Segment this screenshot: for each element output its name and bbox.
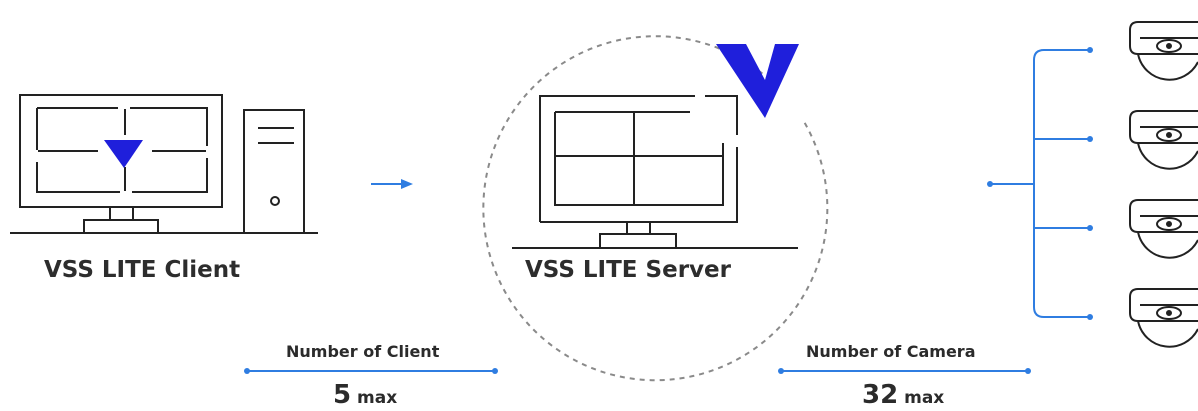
client-label: VSS LITE Client — [44, 257, 241, 283]
dome-camera-icon — [1129, 110, 1198, 170]
client-limit-number: 5 — [333, 380, 352, 410]
client-monitor-icon — [10, 94, 318, 234]
camera-bus — [990, 49, 1090, 318]
camera-limit-number: 32 — [862, 380, 899, 410]
client-limit-value: 5 max — [333, 380, 397, 410]
dome-camera-icon — [1129, 288, 1198, 348]
client-workstation — [10, 94, 318, 234]
camera-limit-value: 32 max — [862, 380, 944, 410]
camera-limit-unit: max — [904, 388, 945, 408]
camera-metric-line — [778, 368, 1031, 374]
client-limit-title: Number of Client — [286, 342, 440, 361]
server-monitor-icon — [512, 95, 798, 249]
dome-camera-icon — [1129, 21, 1198, 81]
client-tower-icon — [243, 109, 305, 234]
dome-camera-icon — [1129, 199, 1198, 259]
server-dashed-circle — [482, 35, 829, 382]
arrow-right-icon — [371, 179, 413, 189]
client-logo-icon — [104, 140, 143, 168]
client-limit-unit: max — [357, 388, 398, 408]
camera-limit-title: Number of Camera — [806, 342, 976, 361]
client-metric-line — [244, 368, 498, 374]
vss-logo-icon — [716, 44, 799, 118]
server-label: VSS LITE Server — [525, 257, 731, 283]
